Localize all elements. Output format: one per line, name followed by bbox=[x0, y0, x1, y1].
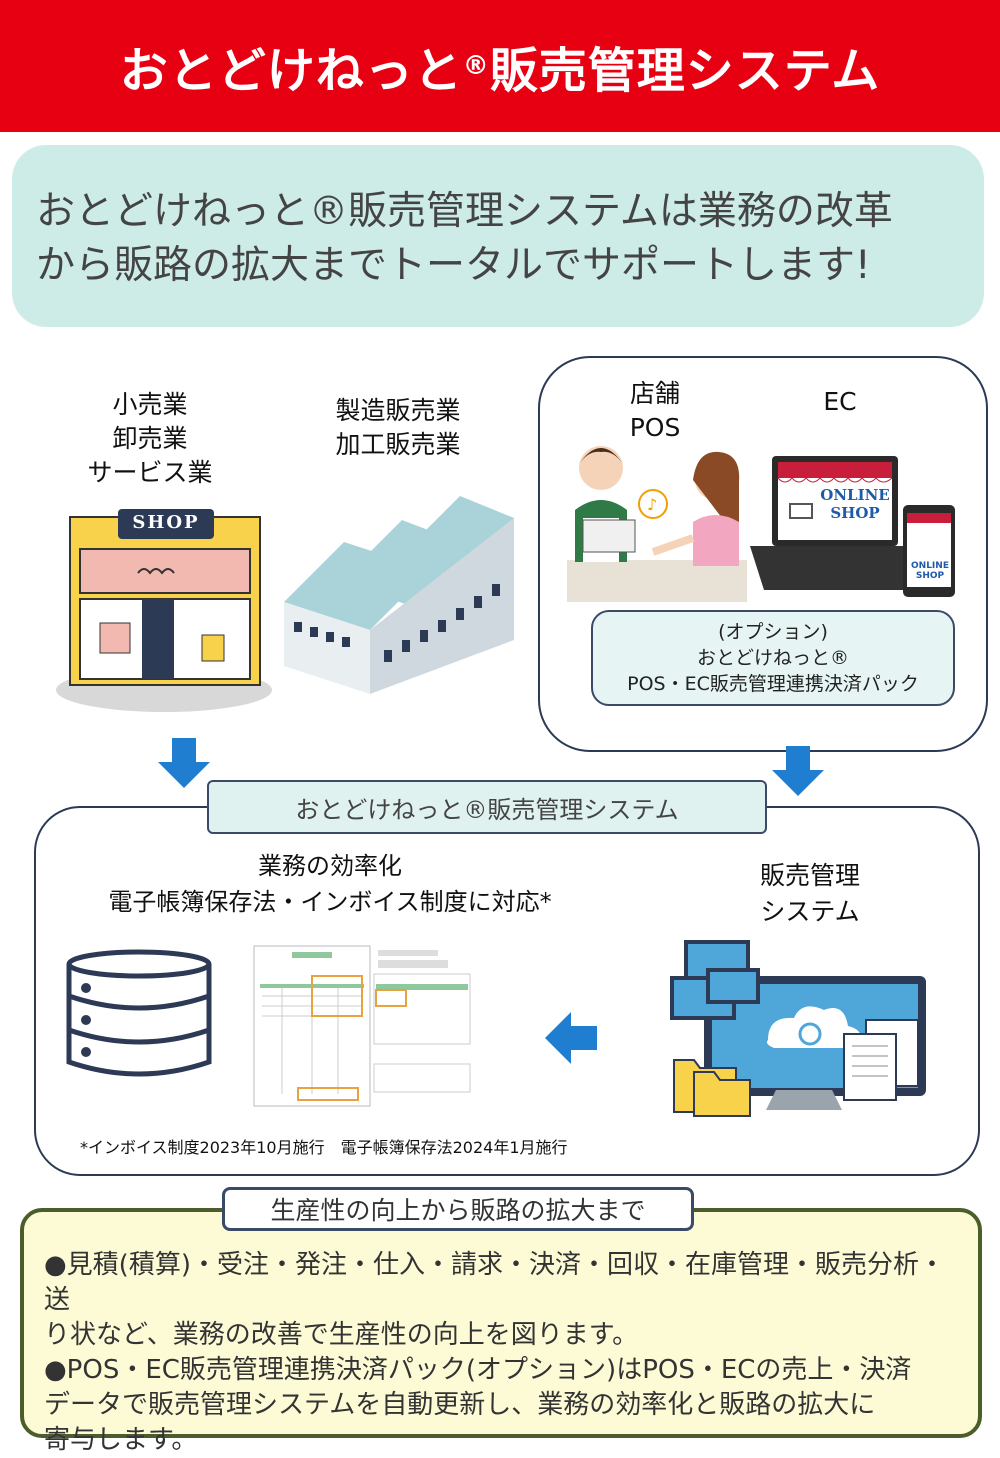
efficiency-line-1: 業務の効率化 bbox=[258, 852, 402, 880]
svg-text:♪: ♪ bbox=[647, 495, 657, 514]
footnote: *インボイス制度2023年10月施行 電子帳簿保存法2024年1月施行 bbox=[80, 1138, 568, 1157]
system-pill-label: おとどけねっと®販売管理システム bbox=[207, 780, 767, 834]
pos-label-line-2: POS bbox=[629, 413, 681, 442]
registered-mark: ® bbox=[462, 51, 490, 81]
summary-bullets: ●見積(積算)・受注・発注・仕入・請求・決済・回収・在庫管理・販売分析・送 り状… bbox=[44, 1248, 964, 1458]
laptop-icon bbox=[750, 456, 910, 590]
tablet-icon bbox=[903, 505, 955, 597]
option-line-2: おとどけねっと® bbox=[696, 647, 849, 669]
pos-label: 店舗 POS bbox=[600, 377, 710, 445]
summary-heading: 生産性の向上から販路の拡大まで bbox=[222, 1187, 694, 1231]
down-arrow-icon bbox=[772, 746, 824, 796]
tablet-shop-sign: ONLINE SHOP bbox=[906, 561, 954, 581]
manufacturing-line-2: 加工販売業 bbox=[335, 430, 461, 459]
tablet-shop-line-2: SHOP bbox=[915, 571, 945, 581]
header-banner bbox=[0, 0, 1000, 132]
intro-line-2: から販路の拡大までトータルでサポートします! bbox=[36, 243, 871, 288]
summary-box bbox=[20, 1208, 982, 1438]
online-shop-line-2: SHOP bbox=[830, 504, 880, 522]
page-title: おとどけねっと®販売管理システム bbox=[0, 0, 1000, 132]
manufacturing-category-label: 製造販売業 加工販売業 bbox=[300, 394, 496, 462]
online-shop-sign: ONLINE SHOP bbox=[810, 486, 900, 522]
ec-label: EC bbox=[823, 387, 857, 416]
online-shop-line-1: ONLINE bbox=[820, 486, 890, 504]
shop-illustration bbox=[56, 509, 272, 712]
bullet-2-line-2: データで販売管理システムを自動更新し、業務の効率化と販路の拡大に bbox=[44, 1390, 876, 1420]
factory-icon bbox=[284, 496, 514, 694]
retail-line-3: サービス業 bbox=[87, 458, 213, 487]
efficiency-label: 業務の効率化 電子帳簿保存法・インボイス制度に対応* bbox=[50, 848, 610, 920]
bullet-2-line-3: 寄与します。 bbox=[44, 1425, 198, 1455]
option-line-3: POS・EC販売管理連携決済パック bbox=[627, 673, 919, 695]
option-line-1: (オプション) bbox=[718, 621, 828, 643]
pos-label-line-1: 店舗 bbox=[629, 379, 680, 408]
title-rest: 販売管理システム bbox=[489, 43, 881, 99]
bullet-1-line-1: ●見積(積算)・受注・発注・仕入・請求・決済・回収・在庫管理・販売分析・送 bbox=[44, 1250, 945, 1315]
retail-line-1: 小売業 bbox=[112, 390, 188, 419]
retail-line-2: 卸売業 bbox=[112, 424, 188, 453]
sales-line-1: 販売管理 bbox=[759, 861, 860, 890]
database-icon bbox=[66, 949, 212, 1077]
bullet-1-line-2: り状など、業務の改善で生産性の向上を図ります。 bbox=[44, 1320, 639, 1350]
shop-sign-text: SHOP bbox=[132, 512, 200, 533]
efficiency-line-2: 電子帳簿保存法・インボイス制度に対応* bbox=[108, 888, 552, 916]
title-main: おとどけねっと bbox=[119, 43, 463, 99]
down-arrow-icon bbox=[158, 738, 210, 788]
intro-line-1: おとどけねっと®販売管理システムは業務の改革 bbox=[36, 189, 893, 234]
option-pack-box: (オプション) おとどけねっと® POS・EC販売管理連携決済パック bbox=[591, 610, 955, 706]
manufacturing-line-1: 製造販売業 bbox=[335, 396, 461, 425]
bullet-2-line-1: ●POS・EC販売管理連携決済パック(オプション)はPOS・ECの売上・決済 bbox=[44, 1355, 912, 1385]
computer-system-icon bbox=[670, 940, 926, 1117]
retail-category-label: 小売業 卸売業 サービス業 bbox=[60, 388, 240, 490]
intro-panel bbox=[12, 145, 984, 327]
sales-system-label: 販売管理 システム bbox=[730, 858, 890, 930]
invoice-document-illustration bbox=[253, 945, 471, 1107]
intro-text: おとどけねっと®販売管理システムは業務の改革 から販路の拡大までトータルでサポー… bbox=[36, 185, 966, 293]
sales-line-2: システム bbox=[760, 897, 860, 926]
tablet-shop-line-1: ONLINE bbox=[911, 561, 949, 571]
left-arrow-icon bbox=[545, 1012, 597, 1064]
pos-illustration: ♪ bbox=[567, 446, 747, 602]
